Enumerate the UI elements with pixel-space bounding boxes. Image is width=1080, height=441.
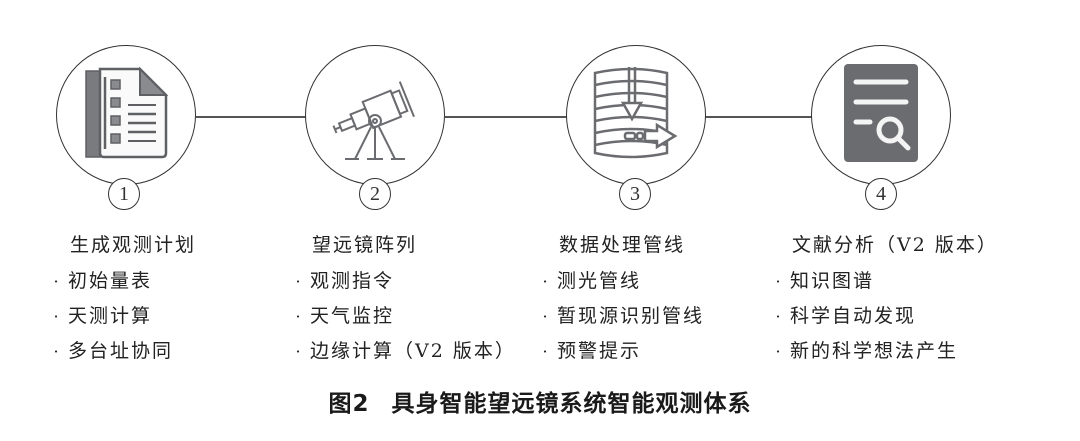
stage-4-items: ·知识图谱 ·科学自动发现 ·新的科学想法产生 [772,264,998,369]
stage-4-circle [811,45,951,185]
stage-4-heading: 文献分析（V2 版本） [792,234,998,256]
stage-1-text: 生成观测计划 ·初始量表 ·天测计算 ·多台址协同 [50,230,196,369]
telescope-icon [329,65,421,169]
bullet-dot: · [53,307,59,326]
list-item: ·科学自动发现 [772,299,998,334]
connector-line-2-3 [445,116,567,118]
figure-number: 图2 [328,391,370,417]
list-item: ·知识图谱 [772,264,998,299]
list-item: ·新的科学想法产生 [772,334,998,369]
stage-2-circle [305,45,445,185]
list-item: ·边缘计算（V2 版本） [292,334,516,369]
stage-1-number-badge: 1 [108,178,140,210]
stage-3-heading: 数据处理管线 [559,234,686,256]
stage-3-number-badge: 3 [619,178,651,210]
list-item: ·多台址协同 [50,334,196,369]
bullet-dot: · [53,342,59,361]
document-search-icon [844,64,918,166]
stage-3-items: ·测光管线 ·暂现源识别管线 ·预警提示 [539,264,704,369]
stage-1-number: 1 [119,182,129,205]
stage-2-number: 2 [370,182,380,205]
bullet-dot: · [542,307,548,326]
figure-title: 具身智能望远镜系统智能观测体系 [391,391,752,417]
stage-2-number-badge: 2 [359,178,391,210]
stage-2-heading: 望远镜阵列 [312,234,418,256]
bullet-dot: · [775,307,781,326]
list-item: ·观测指令 [292,264,516,299]
stage-4-number-badge: 4 [865,178,897,210]
list-item: ·天气监控 [292,299,516,334]
stage-1-circle [56,45,196,185]
bullet-dot: · [542,342,548,361]
stage-1-heading: 生成观测计划 [70,234,197,256]
list-item: ·预警提示 [539,334,704,369]
stage-2-text: 望远镜阵列 ·观测指令 ·天气监控 ·边缘计算（V2 版本） [292,230,516,369]
bullet-dot: · [775,272,781,291]
bullet-dot: · [542,272,548,291]
stage-3-number: 3 [630,182,640,205]
list-item: ·初始量表 [50,264,196,299]
stage-1-items: ·初始量表 ·天测计算 ·多台址协同 [50,264,196,369]
stage-4-text: 文献分析（V2 版本） ·知识图谱 ·科学自动发现 ·新的科学想法产生 [772,230,998,369]
stage-2-items: ·观测指令 ·天气监控 ·边缘计算（V2 版本） [292,264,516,369]
list-item: ·天测计算 [50,299,196,334]
list-item: ·暂现源识别管线 [539,299,704,334]
bullet-dot: · [295,272,301,291]
checklist-document-icon [84,65,169,165]
connector-line-1-2 [196,116,306,118]
figure-caption: 图2 具身智能望远镜系统智能观测体系 [0,384,1080,418]
bullet-dot: · [295,342,301,361]
list-item: ·测光管线 [539,264,704,299]
stage-3-circle [566,45,706,185]
stage-4-number: 4 [876,182,886,205]
bullet-dot: · [53,272,59,291]
bullet-dot: · [295,307,301,326]
database-pipeline-icon [591,63,681,167]
bullet-dot: · [775,342,781,361]
connector-line-3-4 [705,116,812,118]
stage-3-text: 数据处理管线 ·测光管线 ·暂现源识别管线 ·预警提示 [539,230,704,369]
